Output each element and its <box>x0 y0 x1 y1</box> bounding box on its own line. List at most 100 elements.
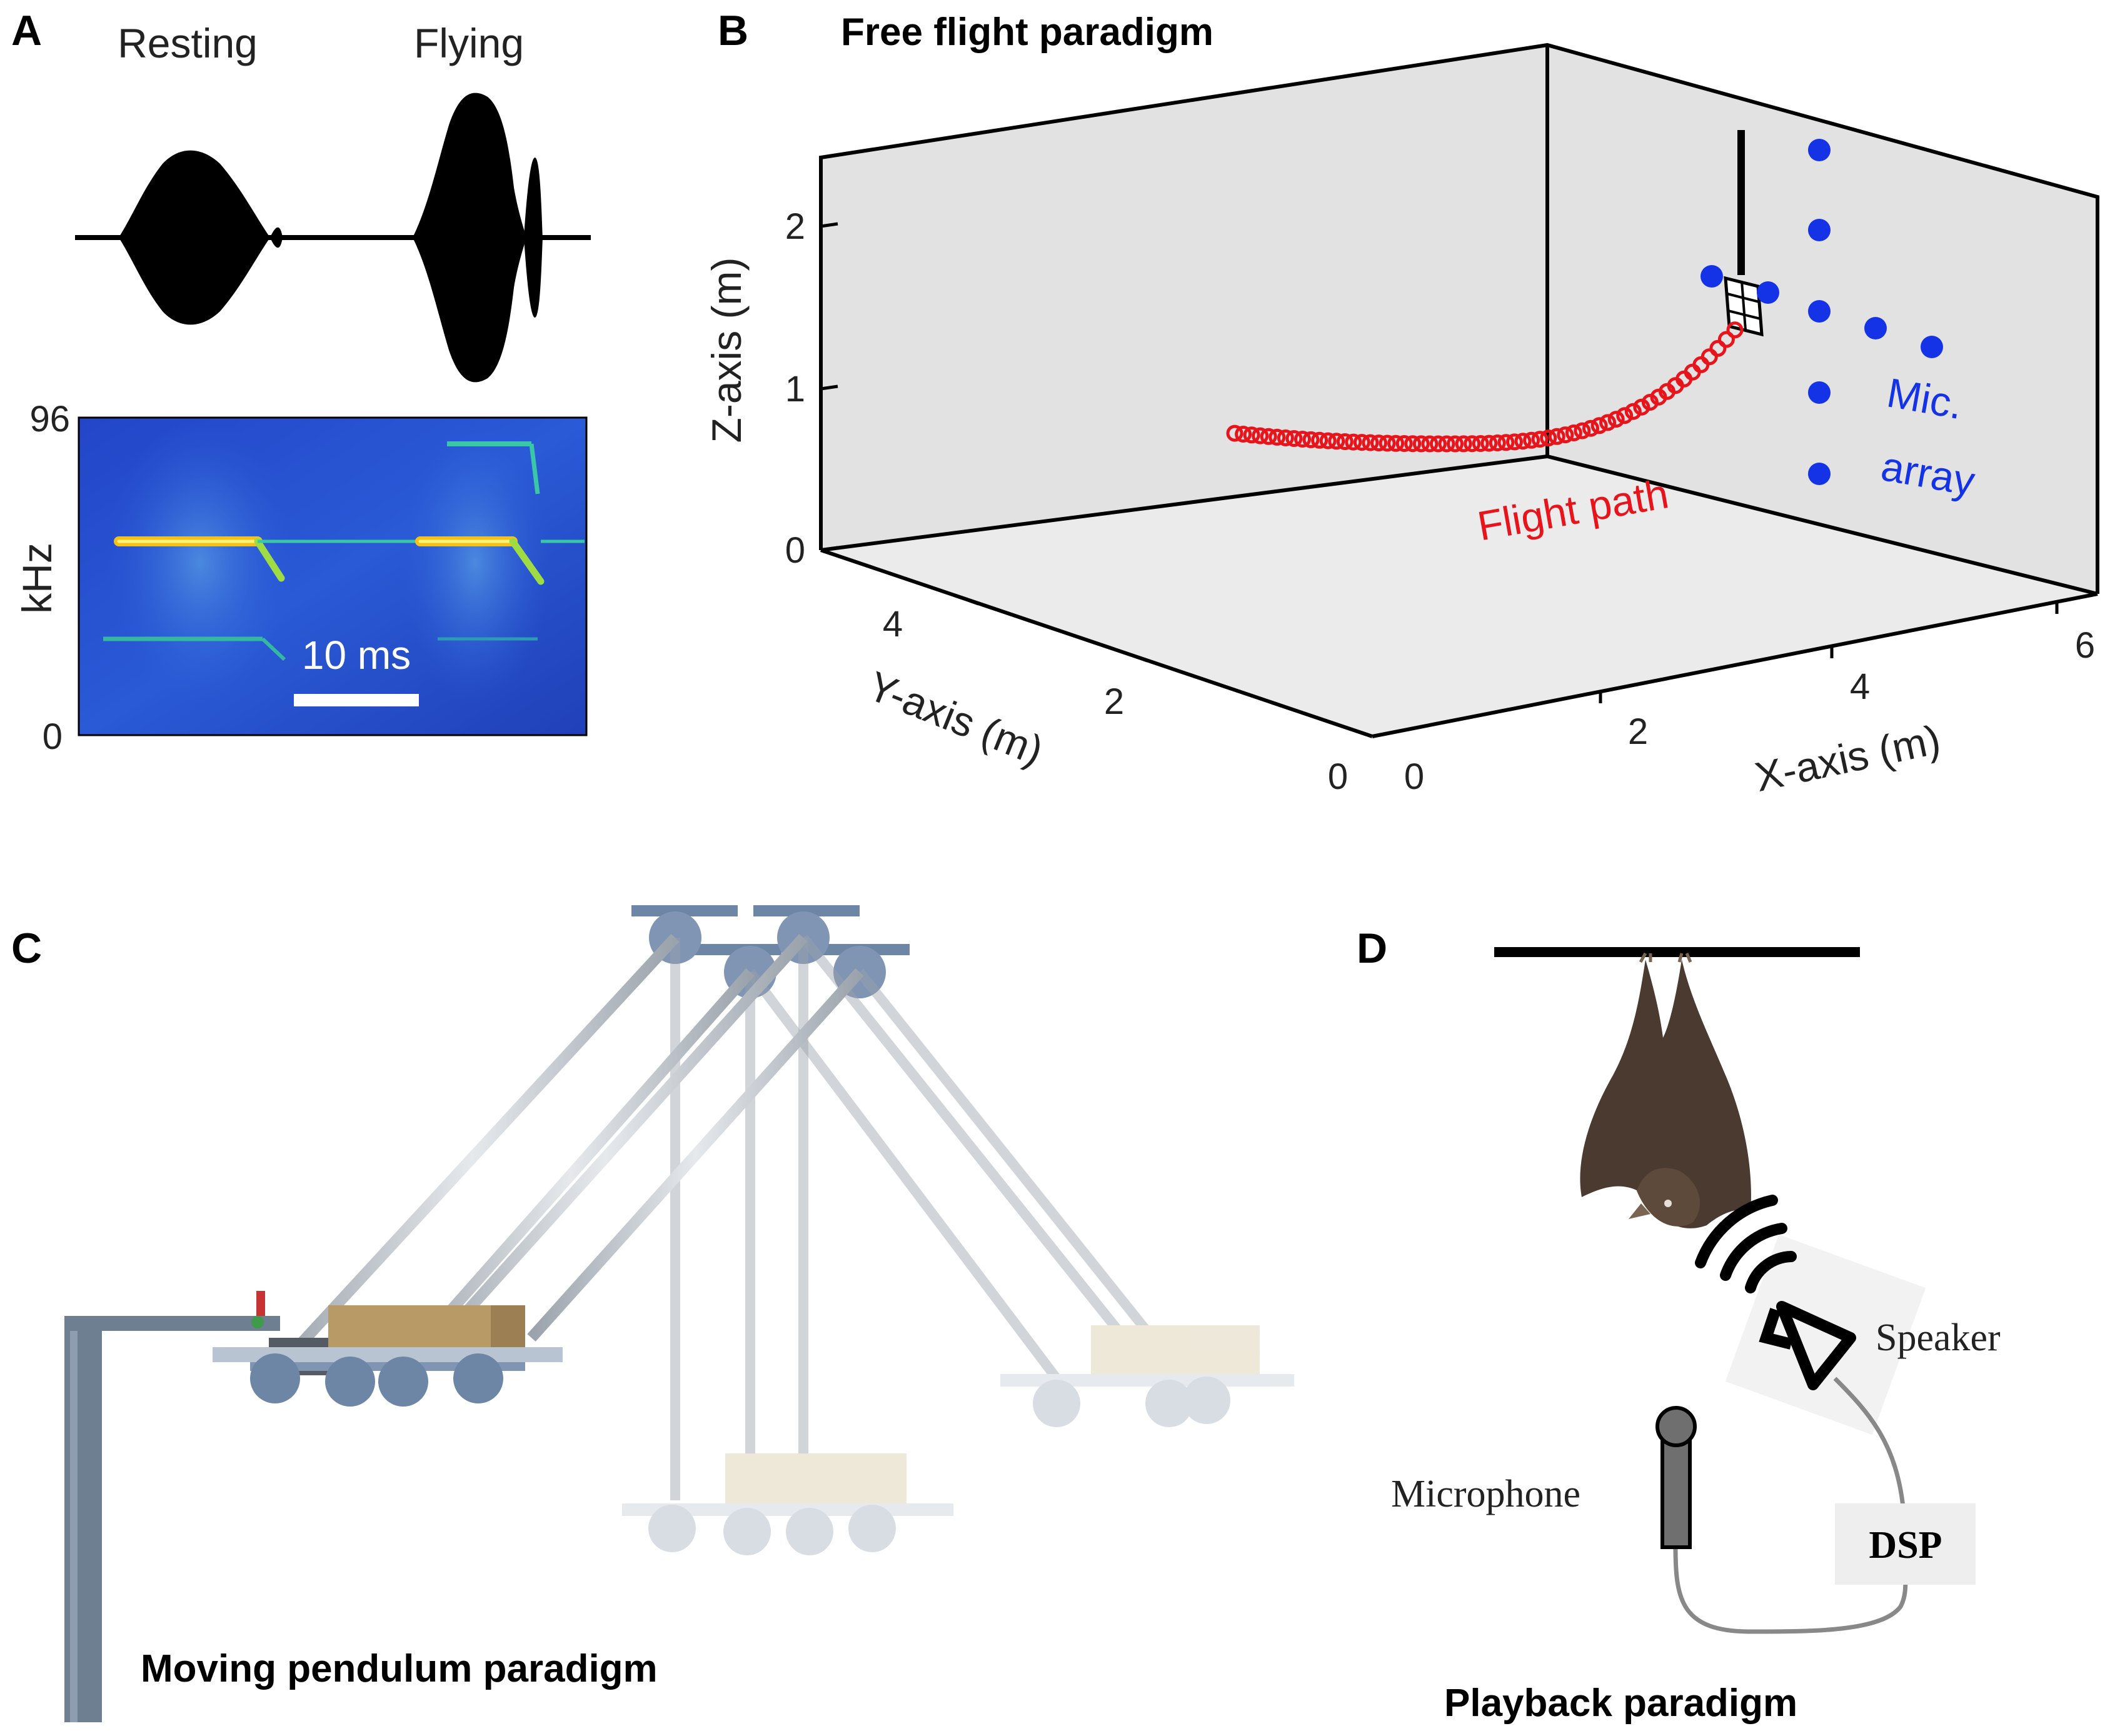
flight-path-point <box>1302 431 1320 448</box>
panel-b: B Free flight paradigm <box>703 7 2099 800</box>
resting-call-waveform <box>119 150 270 325</box>
flight-path-point <box>1379 434 1396 452</box>
panel-d-title: Playback paradigm <box>1444 1682 1797 1725</box>
flight-path-point <box>1506 433 1523 451</box>
flight-path-point <box>1311 431 1329 449</box>
z-tick-0: 0 <box>785 530 805 571</box>
flight-path-point <box>1277 429 1294 446</box>
flight-path-point <box>1540 429 1557 447</box>
x-tick-4: 4 <box>1850 666 1870 707</box>
flight-path-point <box>1345 433 1362 451</box>
flying-call-waveform <box>413 93 526 383</box>
label-flying: Flying <box>414 20 524 66</box>
flight-path-point <box>1565 424 1582 441</box>
flight-path-point <box>1548 428 1565 445</box>
panel-b-title: Free flight paradigm <box>841 11 1213 54</box>
flight-path-point <box>1531 431 1549 448</box>
dsp-box <box>1835 1503 1976 1585</box>
dsp-label: DSP <box>1869 1524 1942 1567</box>
x-tick-0: 0 <box>1404 756 1424 797</box>
label-resting: Resting <box>118 20 258 66</box>
mic-array <box>1701 139 1943 485</box>
flight-path-point <box>1404 435 1422 453</box>
flight-path-point <box>1370 434 1387 452</box>
flight-path-point <box>1336 433 1354 450</box>
flight-path-point <box>1616 407 1634 424</box>
flight-path-point <box>1514 433 1532 450</box>
flight-path-point <box>1294 431 1311 448</box>
microphone-icon <box>1655 1406 1697 1549</box>
panel-d: D Speaker Microphone <box>1357 925 2001 1725</box>
panel-c-letter: C <box>11 925 42 972</box>
flight-path-point <box>1362 434 1379 451</box>
z-tick-2: 2 <box>785 206 805 247</box>
flight-path-point <box>1285 430 1303 447</box>
flight-path-point <box>1387 434 1405 452</box>
flight-path-point <box>1438 435 1455 453</box>
y-tick-2: 2 <box>1104 681 1124 722</box>
y-tick-0: 0 <box>1328 756 1348 797</box>
microphone-dot <box>1921 336 1943 358</box>
panel-c: C <box>11 905 1294 1722</box>
x-tick-6: 6 <box>2075 625 2095 666</box>
spectrogram-ylabel: kHz <box>14 543 60 614</box>
flight-path-point <box>1252 427 1269 444</box>
bat-illustration <box>1580 952 1751 1228</box>
flight-path-point <box>1395 435 1413 452</box>
flight-path-point <box>1268 428 1286 446</box>
flight-path-point <box>1599 414 1617 431</box>
flight-path <box>1226 321 1744 453</box>
microphone-dot <box>1808 139 1831 161</box>
flight-path-point <box>1489 434 1506 451</box>
microphone-dot <box>1757 281 1779 304</box>
spectrogram-y-top: 96 <box>29 399 70 439</box>
flight-path-point <box>1421 435 1439 453</box>
x-tick-2: 2 <box>1628 711 1648 752</box>
flight-path-point <box>1412 435 1430 453</box>
spectrogram-y-bottom: 0 <box>43 716 63 757</box>
mic-dsp-cable <box>1673 1547 1908 1634</box>
flight-path-point <box>1574 422 1591 439</box>
flight-path-point <box>1260 428 1277 445</box>
flight-path-point <box>1472 435 1489 452</box>
flight-path-point <box>1624 403 1642 420</box>
z-axis-label: Z-axis (m) <box>703 258 750 443</box>
flight-path-point <box>1701 348 1718 366</box>
microphone-dot <box>1808 300 1831 323</box>
scale-bar-label: 10 ms <box>302 633 411 678</box>
microphone-dot <box>1701 265 1723 288</box>
x-axis-label: X-axis (m) <box>1751 716 1944 800</box>
flight-path-point <box>1497 434 1515 451</box>
flight-path-point <box>1557 426 1574 444</box>
speaker-icon <box>1695 1195 1926 1435</box>
y-axis-label: Y-axis (m) <box>862 662 1050 774</box>
scale-bar <box>294 694 419 706</box>
flight-path-point <box>1726 321 1744 339</box>
panel-a-letter: A <box>11 7 42 54</box>
panel-a: A Resting Flying <box>11 7 591 757</box>
flight-path-point <box>1607 411 1625 428</box>
flight-path-point <box>1328 433 1345 450</box>
flight-path-point <box>1226 424 1243 442</box>
flight-path-point <box>1464 435 1481 453</box>
flight-path-point <box>1709 339 1727 357</box>
microphone-dot <box>1864 317 1887 339</box>
flight-path-point <box>1319 432 1337 449</box>
cart-left <box>213 933 864 1407</box>
flight-path-point <box>1429 435 1447 453</box>
microphone-dot <box>1808 381 1831 404</box>
microphone-dot <box>1808 219 1831 241</box>
flight-path-point <box>1582 419 1599 437</box>
y-tick-4: 4 <box>883 604 903 645</box>
flight-path-point <box>1590 417 1608 434</box>
z-tick-1: 1 <box>785 369 805 409</box>
flight-path-point <box>1447 435 1464 453</box>
flight-path-point <box>1353 434 1370 451</box>
perch-bar <box>1494 947 1860 957</box>
flight-path-point <box>1243 426 1260 444</box>
landing-platform <box>1724 130 1764 337</box>
panel-c-title: Moving pendulum paradigm <box>141 1647 658 1690</box>
flight-path-point <box>1455 435 1472 453</box>
flight-path-point <box>1717 331 1735 348</box>
